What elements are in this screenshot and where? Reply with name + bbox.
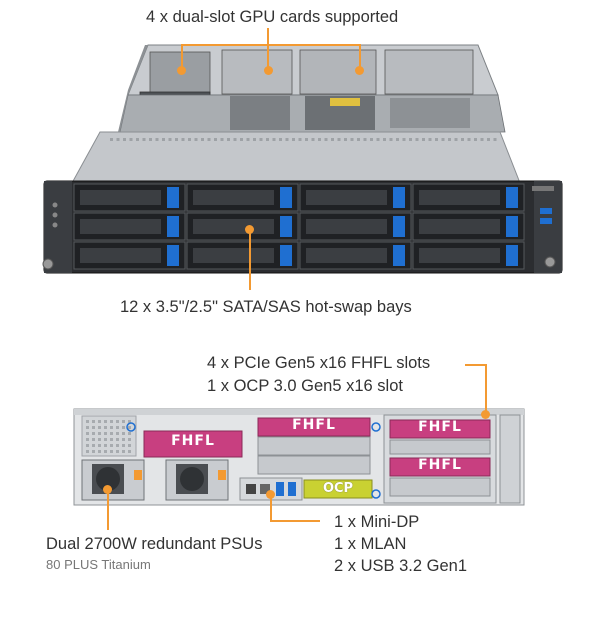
drive-bay [73, 212, 186, 241]
callout-line-gpu-vertical [267, 28, 269, 70]
callout-dot-psu [103, 485, 112, 494]
server-front-image [42, 44, 563, 274]
drive-bay [73, 241, 186, 270]
callout-dot-gpu-left [177, 66, 186, 75]
label-gpu-support: 4 x dual-slot GPU cards supported [146, 8, 399, 26]
callout-line-io-horizontal [270, 520, 320, 522]
label-drive-bays: 12 x 3.5"/2.5" SATA/SAS hot-swap bays [120, 298, 412, 316]
label-pcie-slots: 4 x PCIe Gen5 x16 FHFL slots [207, 354, 431, 372]
drive-bay [412, 183, 525, 212]
slot-label-fhfl-1: FHFL [171, 433, 215, 449]
slot-label-fhfl-2: FHFL [292, 417, 336, 433]
callout-dot-gpu-right [355, 66, 364, 75]
callout-line-psu [107, 490, 109, 530]
drive-bay [73, 183, 186, 212]
label-ocp-slot: 1 x OCP 3.0 Gen5 x16 slot [207, 377, 403, 395]
callout-line-pcie-horizontal [465, 364, 487, 366]
drive-bay [412, 212, 525, 241]
label-psu-rating: 80 PLUS Titanium [46, 557, 151, 572]
label-io-mlan: 1 x MLAN [334, 535, 407, 553]
callout-line-io-vertical [270, 494, 272, 522]
drive-bay [412, 241, 525, 270]
slot-label-fhfl-3: FHFL [418, 419, 462, 435]
callout-line-gpu-right [359, 44, 361, 68]
drive-bay [186, 183, 299, 212]
callout-line-gpu-bracket [181, 44, 361, 46]
drive-bay [299, 183, 412, 212]
callout-dot-pcie [481, 410, 490, 419]
label-io-usb: 2 x USB 3.2 Gen1 [334, 557, 467, 575]
callout-dot-io [266, 490, 275, 499]
drive-bay [299, 241, 412, 270]
callout-line-pcie-vertical [485, 364, 487, 412]
drive-bay [186, 241, 299, 270]
drive-bay [186, 212, 299, 241]
callout-line-gpu-left [181, 44, 183, 68]
slot-label-fhfl-4: FHFL [418, 457, 462, 473]
label-io-mini-dp: 1 x Mini-DP [334, 513, 420, 531]
slot-label-ocp: OCP [322, 481, 354, 496]
callout-dot-gpu-mid [264, 66, 273, 75]
label-psu: Dual 2700W redundant PSUs [46, 535, 263, 553]
callout-line-bays [249, 232, 251, 290]
drive-bay [299, 212, 412, 241]
callout-dot-bays [245, 225, 254, 234]
